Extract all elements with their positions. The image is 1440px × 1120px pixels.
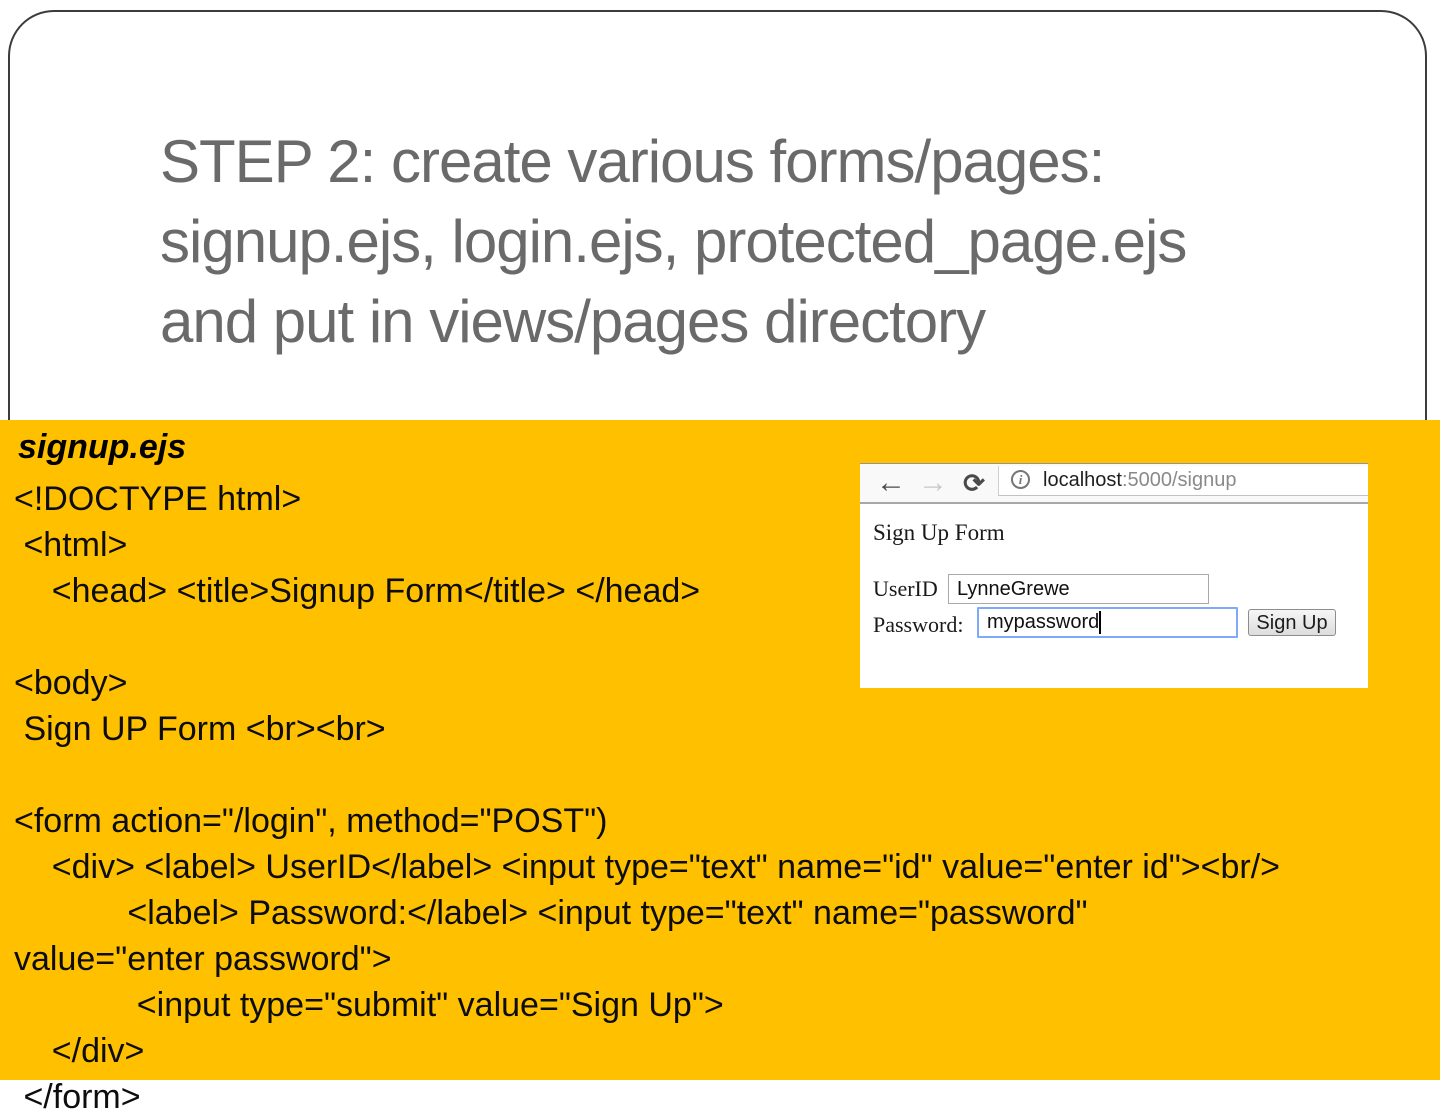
slide-title-line-2: signup.ejs, login.ejs, protected_page.ej… xyxy=(160,208,1187,275)
browser-toolbar: ← → ⟳ i localhost:5000/signup xyxy=(860,464,1368,504)
text-cursor xyxy=(1099,611,1101,634)
code-listing: <!DOCTYPE html> <html> <head> <title>Sig… xyxy=(14,480,1281,1116)
url-host: localhost xyxy=(1043,469,1122,491)
code-filename: signup.ejs xyxy=(18,428,187,466)
userid-label: UserID xyxy=(873,576,938,601)
url-path: :5000/signup xyxy=(1121,469,1237,491)
userid-input[interactable] xyxy=(948,574,1209,604)
url-text: localhost:5000/signup xyxy=(1043,466,1236,495)
slide-title-line-3: and put in views/pages directory xyxy=(160,288,986,355)
slide-border xyxy=(8,10,1427,420)
info-icon[interactable]: i xyxy=(1011,470,1030,489)
signup-form-heading: Sign Up Form xyxy=(873,520,1005,545)
signup-button[interactable]: Sign Up xyxy=(1248,609,1336,636)
back-icon[interactable]: ← xyxy=(876,466,906,499)
slide-title: STEP 2: create various forms/pages: sign… xyxy=(160,122,1380,362)
browser-screenshot: ← → ⟳ i localhost:5000/signup Sign Up Fo… xyxy=(860,463,1368,688)
slide-title-line-1: STEP 2: create various forms/pages: xyxy=(160,128,1105,195)
password-input[interactable] xyxy=(977,607,1238,638)
password-label: Password: xyxy=(873,612,964,637)
forward-icon[interactable]: → xyxy=(918,466,948,499)
password-field-wrap xyxy=(977,607,1238,638)
refresh-icon[interactable]: ⟳ xyxy=(963,468,985,498)
address-bar[interactable]: i localhost:5000/signup xyxy=(998,466,1368,496)
